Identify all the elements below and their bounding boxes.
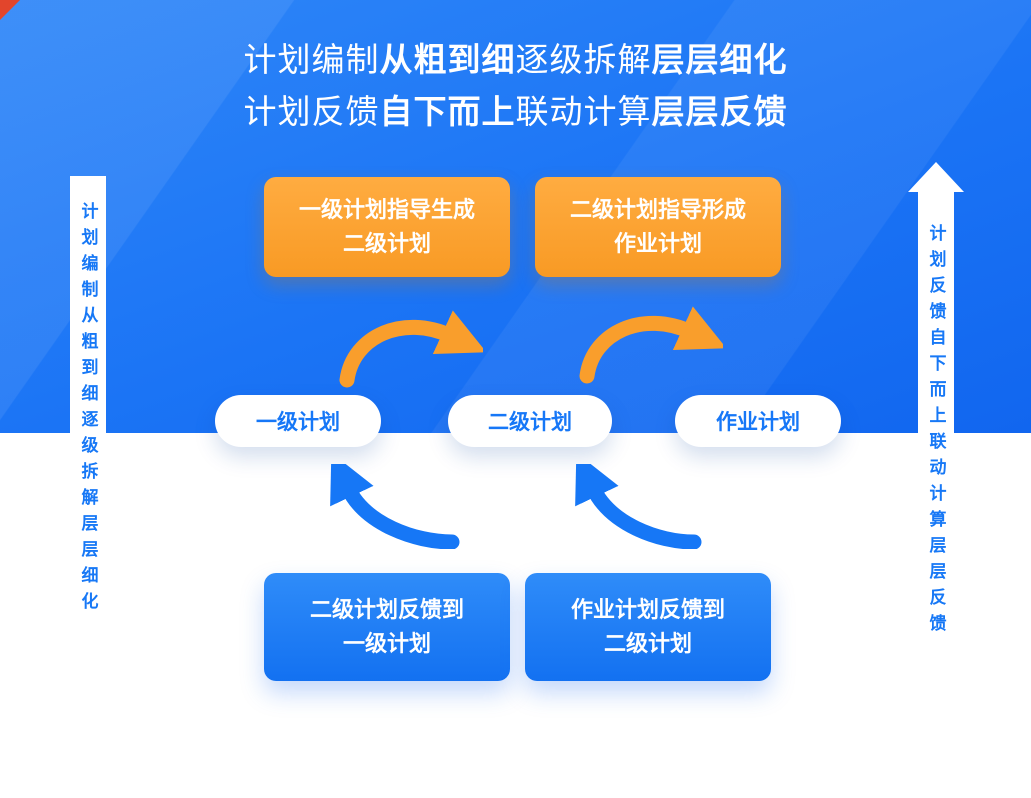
corner-accent: [0, 0, 20, 20]
feedback-box-1-line-2: 一级计划: [342, 631, 431, 656]
guidance-box-1-line-1: 一级计划指导生成: [298, 197, 475, 222]
title-segment-bold: 层层细化: [651, 41, 788, 78]
orange-curved-arrow-icon: [339, 310, 483, 388]
title-segment-bold: 从粗到细: [379, 41, 516, 78]
title-segment: 联动计算: [515, 93, 652, 130]
feedback-box-1: 二级计划反馈到 一级计划: [264, 573, 510, 681]
guidance-box-1: 一级计划指导生成 二级计划: [264, 177, 510, 277]
title-segment-bold: 自下而上: [379, 93, 516, 130]
page-title: 计划编制从粗到细逐级拆解层层细化 计划反馈自下而上联动计算层层反馈: [0, 34, 1031, 138]
arrow-head-up-icon: [908, 162, 964, 192]
blue-background: [0, 0, 1031, 433]
left-arrow-label: 计划编制从粗到细逐级拆解层层细化: [78, 202, 98, 618]
right-up-arrow: 计划反馈自下而上联动计算层层反馈: [908, 162, 964, 700]
title-line-1: 计划编制从粗到细逐级拆解层层细化: [0, 34, 1031, 86]
title-segment: 计划编制: [243, 41, 380, 78]
guidance-box-2-line-1: 二级计划指导形成: [569, 197, 746, 222]
guidance-box-2-line-2: 作业计划: [613, 231, 702, 256]
blue-curved-arrow-icon: [575, 464, 702, 549]
title-line-2: 计划反馈自下而上联动计算层层反馈: [0, 86, 1031, 138]
arrow-shaft: [918, 190, 954, 700]
orange-curved-arrow-icon: [579, 306, 723, 384]
pill-level-3: 作业计划: [675, 395, 841, 447]
pill-level-3-label: 作业计划: [716, 411, 800, 434]
arrow-shaft: [70, 176, 106, 674]
title-segment: 计划反馈: [243, 93, 380, 130]
guidance-box-1-line-2: 二级计划: [342, 231, 431, 256]
pill-level-2: 二级计划: [448, 395, 612, 447]
title-segment: 逐级拆解: [515, 41, 652, 78]
pill-level-1-label: 一级计划: [256, 411, 340, 434]
feedback-box-2-line-1: 作业计划反馈到: [570, 597, 725, 622]
guidance-box-2: 二级计划指导形成 作业计划: [535, 177, 781, 277]
pill-level-2-label: 二级计划: [488, 411, 572, 434]
feedback-box-1-line-1: 二级计划反馈到: [309, 597, 464, 622]
arrow-head-down-icon: [60, 672, 116, 702]
blue-curved-arrow-icon: [330, 464, 460, 549]
feedback-box-2-line-2: 二级计划: [603, 631, 692, 656]
feedback-box-2: 作业计划反馈到 二级计划: [525, 573, 771, 681]
left-down-arrow: 计划编制从粗到细逐级拆解层层细化: [60, 176, 116, 702]
right-arrow-label: 计划反馈自下而上联动计算层层反馈: [926, 224, 946, 640]
pill-level-1: 一级计划: [215, 395, 381, 447]
title-segment-bold: 层层反馈: [651, 93, 788, 130]
